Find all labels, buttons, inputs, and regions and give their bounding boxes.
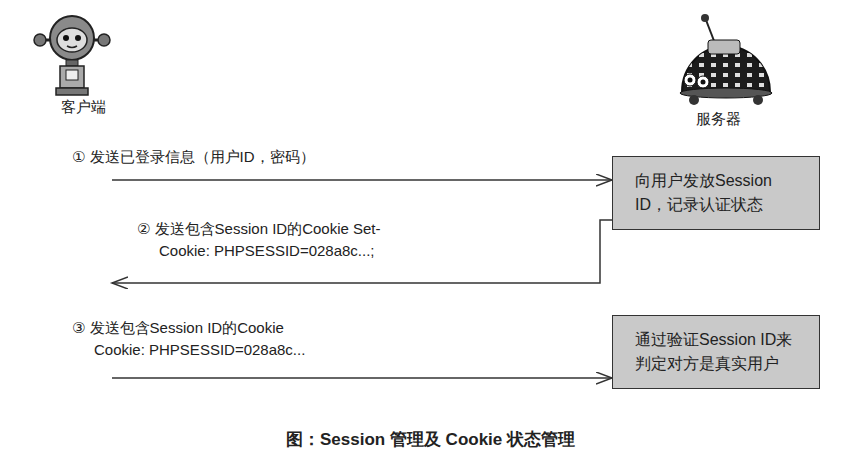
server-robot xyxy=(680,14,772,105)
figure-caption: 图：Session 管理及 Cookie 状态管理 xyxy=(0,428,861,451)
server-node: 服务器 xyxy=(690,110,747,129)
message-arrow xyxy=(112,179,612,181)
edge-label: ① 发送已登录信息（用户ID，密码） xyxy=(72,146,318,168)
edge-label: ③ 发送包含Session ID的Cookie Cookie: PHPSESSI… xyxy=(72,317,322,361)
process-box: 通过验证Session ID来判定对方是真实用户 xyxy=(612,315,820,389)
node-text: 服务器 xyxy=(696,110,741,129)
message-arrow xyxy=(112,377,612,379)
process-box: 向用户发放Session ID，记录认证状态 xyxy=(612,156,820,230)
client-robot xyxy=(34,16,110,95)
node-text: 通过验证Session ID来判定对方是真实用户 xyxy=(635,328,797,376)
edge-label: ② 发送包含Session ID的Cookie Set-Cookie: PHPS… xyxy=(137,218,422,262)
node-text: 客户端 xyxy=(61,98,106,117)
node-text: 向用户发放Session ID，记录认证状态 xyxy=(635,169,797,217)
